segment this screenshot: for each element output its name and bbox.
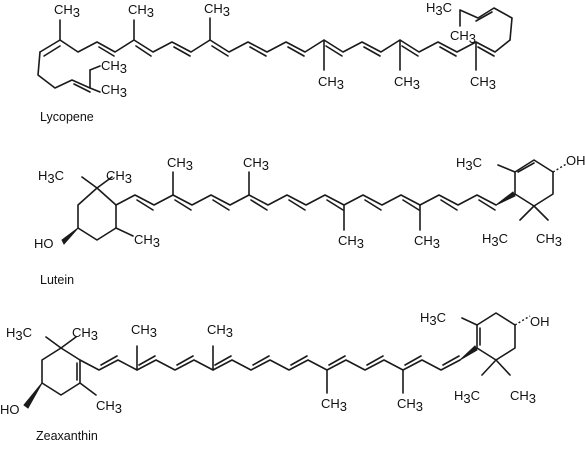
lycopene-left-double xyxy=(73,83,91,93)
lutein-structure: H3C CH3 CH3 CH3 CH3 CH3 CH3 H3C H3C CH3 … xyxy=(34,153,585,287)
zeaxanthin-ch3-top-1: CH3 xyxy=(131,322,157,340)
zeaxanthin-name: Zeaxanthin xyxy=(36,429,98,443)
lycopene-methyl-j: CH3 xyxy=(450,28,476,46)
zeaxanthin-ch3-left-2: CH3 xyxy=(96,398,122,416)
lutein-h3c-right-2: H3C xyxy=(482,231,508,249)
lutein-right-ring-double xyxy=(517,162,535,173)
lycopene-structure: CH3 CH3 CH3 CH3 CH3 CH3 CH3 H3C CH3 CH3 … xyxy=(37,0,513,124)
zeaxanthin-left-ring xyxy=(41,347,81,396)
lutein-right-wedge xyxy=(495,191,516,206)
lutein-oh: OH xyxy=(566,153,585,168)
lycopene-methyl-h: H3C xyxy=(426,0,452,18)
zeaxanthin-methyl-bonds xyxy=(136,345,404,394)
lycopene-right-end xyxy=(459,7,513,41)
lycopene-double-bonds xyxy=(43,45,495,57)
lycopene-chain xyxy=(39,39,511,53)
lutein-ch3-left-1: CH3 xyxy=(106,168,132,186)
lycopene-methyl-d: CH3 xyxy=(318,74,344,92)
lycopene-right-double xyxy=(475,11,493,22)
zeaxanthin-right-ring xyxy=(476,312,516,361)
zeaxanthin-oh: OH xyxy=(530,314,550,329)
zeaxanthin-ho: HO xyxy=(0,402,20,417)
zeaxanthin-right-ring-methyls xyxy=(461,317,511,376)
zeaxanthin-h3c-right: H3C xyxy=(420,310,446,328)
lutein-right-ring xyxy=(514,159,554,207)
lutein-ch3-bottom-1: CH3 xyxy=(338,233,364,251)
lutein-left-ring xyxy=(77,187,117,241)
zeaxanthin-ch3-left-1: CH3 xyxy=(72,325,98,343)
zeaxanthin-chain xyxy=(79,359,461,371)
lycopene-methyl-a: CH3 xyxy=(54,2,80,20)
lycopene-methyl-i: CH3 xyxy=(101,82,127,100)
zeaxanthin-left-ring-methyls xyxy=(45,336,97,396)
lycopene-methyl-g: CH3 xyxy=(101,58,127,76)
lycopene-methyl-bonds xyxy=(59,17,477,71)
zeaxanthin-right-hash xyxy=(514,315,531,326)
lutein-ch3-top-1: CH3 xyxy=(167,155,193,173)
lutein-h3c-left: H3C xyxy=(38,168,64,186)
lycopene-methyl-e: CH3 xyxy=(394,74,420,92)
lycopene-left-end xyxy=(37,51,91,89)
lycopene-methyl-f: CH3 xyxy=(470,74,496,92)
zeaxanthin-ch3-top-2: CH3 xyxy=(207,322,233,340)
zeaxanthin-double-bonds xyxy=(100,355,460,366)
zeaxanthin-ch3-bottom-2: CH3 xyxy=(397,396,423,414)
zeaxanthin-right-wedge xyxy=(459,345,478,361)
lutein-h3c-right: H3C xyxy=(456,155,482,173)
lutein-ch3-left-2: CH3 xyxy=(134,232,160,250)
lutein-right-hash xyxy=(552,162,569,173)
lutein-ch3-bottom-2: CH3 xyxy=(414,233,440,251)
lutein-left-ring-methyls xyxy=(81,176,134,237)
zeaxanthin-ch3-bottom-1: CH3 xyxy=(321,396,347,414)
zeaxanthin-ch3-right: CH3 xyxy=(510,388,536,406)
zeaxanthin-h3c-right-2: H3C xyxy=(454,388,480,406)
lutein-ch3-top-2: CH3 xyxy=(243,155,269,173)
lutein-chain xyxy=(115,194,497,206)
lycopene-methyl-b: CH3 xyxy=(128,2,154,20)
lutein-methyl-bonds xyxy=(172,171,421,231)
lycopene-name: Lycopene xyxy=(40,110,94,124)
lutein-right-ring-methyls xyxy=(497,164,549,221)
lutein-ch3-right: CH3 xyxy=(536,231,562,249)
zeaxanthin-h3c-left: H3C xyxy=(6,325,32,343)
lutein-left-wedge xyxy=(61,227,79,245)
lutein-ho: HO xyxy=(34,236,54,251)
zeaxanthin-structure: H3C CH3 CH3 CH3 CH3 CH3 CH3 H3C H3C CH3 … xyxy=(0,310,550,443)
lutein-name: Lutein xyxy=(40,273,74,287)
lutein-double-bonds xyxy=(136,199,496,211)
lycopene-left-methyls xyxy=(89,65,101,93)
zeaxanthin-left-wedge xyxy=(23,382,43,409)
lycopene-methyl-c: CH3 xyxy=(204,1,230,19)
